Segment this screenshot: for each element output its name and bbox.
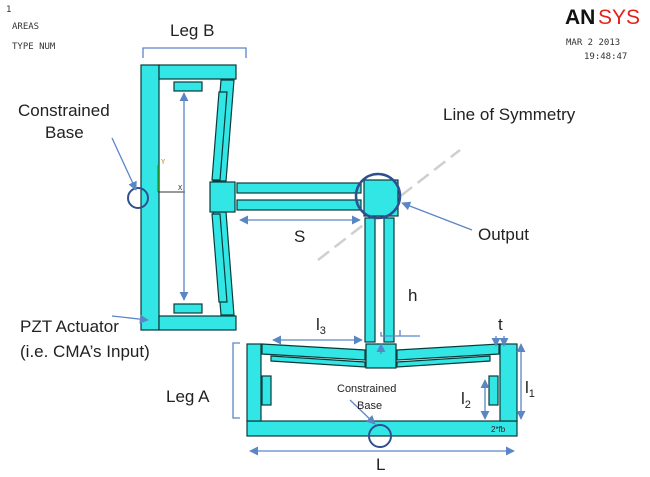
output-arrow [401, 201, 473, 231]
l-label: L [376, 455, 385, 474]
leg-a-right-beam-outer [396, 343, 500, 361]
leg-b-upper-beam-inner [211, 91, 228, 181]
h-bracket [380, 332, 420, 337]
leg-b-label: Leg B [170, 21, 214, 40]
constrained-base-bottom-arrow [349, 399, 376, 425]
leg-a-label: Leg A [166, 387, 210, 406]
pzt-actuator-label-line2: (i.e. CMA’s Input) [20, 342, 150, 361]
leg-a-left-beam-outer [261, 343, 366, 361]
pzt-actuator-label-line1: PZT Actuator [20, 317, 119, 336]
ansys-time: 19:48:47 [584, 52, 627, 62]
leg-b-top-pad [173, 81, 203, 92]
ansys-date: MAR 2 2013 [566, 38, 620, 48]
output-block [363, 179, 399, 217]
leg-a-left-pad [261, 375, 272, 406]
output-circle [354, 172, 402, 220]
leg-a-bracket [232, 342, 240, 419]
h-label: h [408, 286, 417, 305]
s-link-lower-beam [236, 199, 362, 211]
leg-b-bottom-pad [173, 303, 203, 314]
pzt-arrow [111, 314, 149, 324]
s-link-upper-beam [236, 182, 362, 194]
leg-b-top-bar [158, 64, 237, 80]
constrained-base-top-arrow [111, 137, 137, 191]
leg-a-left-column [246, 343, 262, 422]
l1-label: l1 [525, 378, 535, 400]
constrained-base-circle-top [127, 187, 149, 209]
leg-a-base-bar [246, 420, 518, 437]
fb-label: 2*fb [491, 425, 506, 434]
plot-index: 1 [6, 5, 11, 15]
h-link-left-beam [364, 217, 376, 343]
ansys-logo-sys: SYS [598, 6, 640, 29]
ansys-header: 1 AREAS TYPE NUM AN SYS MAR 2 2013 19:48… [6, 5, 640, 62]
h-link [364, 217, 395, 343]
areas-label: AREAS [12, 22, 39, 32]
s-label: S [294, 227, 305, 246]
output-label: Output [478, 225, 529, 244]
dimension-lines [111, 47, 526, 456]
leg-a [246, 343, 518, 437]
t-label: t [498, 315, 503, 334]
coordinate-triad: Y X [157, 158, 185, 193]
triad-y-label: Y [161, 158, 166, 166]
leg-b-lower-beam-inner [211, 213, 228, 303]
constrained-base-bottom-label-line1: Constrained [337, 383, 396, 395]
l3-label: l3 [316, 315, 326, 337]
l2-label: l2 [461, 389, 471, 411]
leg-a-right-column [499, 343, 518, 422]
h-link-right-beam [383, 217, 395, 343]
leg-b [140, 64, 237, 331]
leg-a-right-pad [488, 375, 499, 406]
constrained-base-top-label-line1: Constrained [18, 101, 110, 120]
constrained-base-bottom-label-line2: Base [357, 400, 382, 412]
ansys-logo-an: AN [565, 6, 595, 29]
leg-a-right-beam-inner [396, 355, 491, 368]
annotation-labels: Leg B Constrained Base Line of Symmetry … [18, 21, 576, 474]
leg-a-left-beam-inner [270, 355, 366, 368]
line-of-symmetry-label: Line of Symmetry [443, 105, 576, 124]
s-link [236, 182, 362, 211]
triad-x-label: X [178, 184, 183, 192]
leg-b-coupler-block [209, 181, 236, 213]
leg-b-base-column [140, 64, 160, 331]
type-num-label: TYPE NUM [12, 42, 56, 52]
leg-b-bracket [142, 47, 247, 58]
constrained-base-top-label-line2: Base [45, 123, 84, 142]
leg-b-bottom-bar [158, 315, 237, 331]
